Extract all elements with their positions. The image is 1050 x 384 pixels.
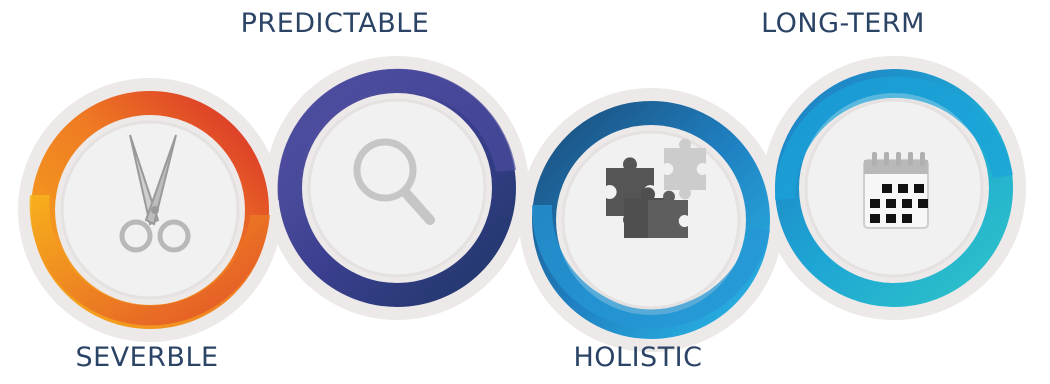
circle-predictable — [277, 68, 516, 307]
label-predictable: PREDICTABLE — [240, 8, 430, 39]
label-long-term: LONG-TERM — [761, 8, 925, 39]
puzzle-icon — [606, 138, 706, 238]
label-severable: SEVERBLE — [75, 342, 219, 373]
magnifier-icon — [353, 138, 435, 225]
label-holistic: HOLISTIC — [573, 342, 703, 373]
scissors-icon — [119, 134, 191, 253]
calendar-icon — [863, 152, 929, 229]
